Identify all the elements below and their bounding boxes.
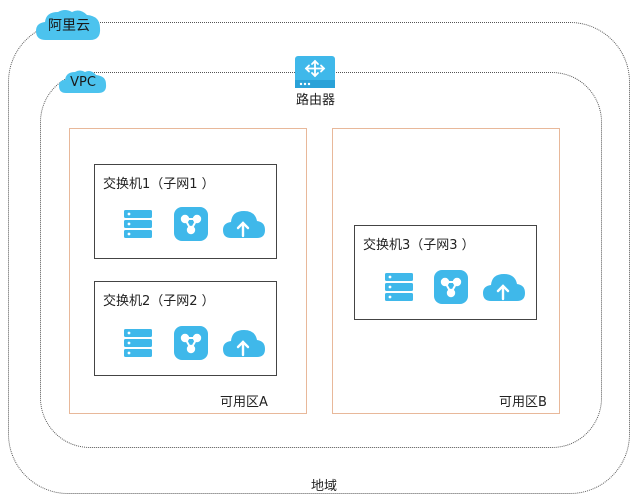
aliyun-cloud-badge: 阿里云 xyxy=(34,6,104,44)
cloud-icon xyxy=(36,10,101,40)
server-stack-icon xyxy=(124,210,152,238)
zone-a-label: 可用区A xyxy=(220,395,268,410)
switch-2: 交换机2（子网2 ） xyxy=(94,281,277,376)
vpc-cloud-badge: VPC xyxy=(58,68,108,96)
cloud-upload-icon xyxy=(223,330,265,357)
router-label: 路由器 xyxy=(296,93,336,108)
switch-1: 交换机1（子网1 ） xyxy=(94,164,277,259)
network-hub-icon xyxy=(174,326,208,360)
vpc-cloud-icon xyxy=(59,70,107,93)
cloud-upload-icon xyxy=(223,211,265,238)
vpc-label: VPC xyxy=(70,74,96,90)
switch-3-label: 交换机3（子网3 ） xyxy=(363,238,475,253)
switch-2-label: 交换机2（子网2 ） xyxy=(103,294,215,309)
network-hub-icon xyxy=(174,207,208,241)
cloud-upload-icon xyxy=(483,274,525,301)
server-stack-icon xyxy=(385,273,413,301)
zone-b-label: 可用区B xyxy=(499,395,547,410)
aliyun-label: 阿里云 xyxy=(48,18,90,34)
network-hub-icon xyxy=(434,270,468,304)
region-boundary xyxy=(8,22,630,494)
switch-1-label: 交换机1（子网1 ） xyxy=(103,177,215,192)
server-stack-icon xyxy=(124,329,152,357)
switch-3: 交换机3（子网3 ） xyxy=(354,225,537,320)
region-label: 地域 xyxy=(311,479,338,494)
router-icon xyxy=(295,56,335,88)
